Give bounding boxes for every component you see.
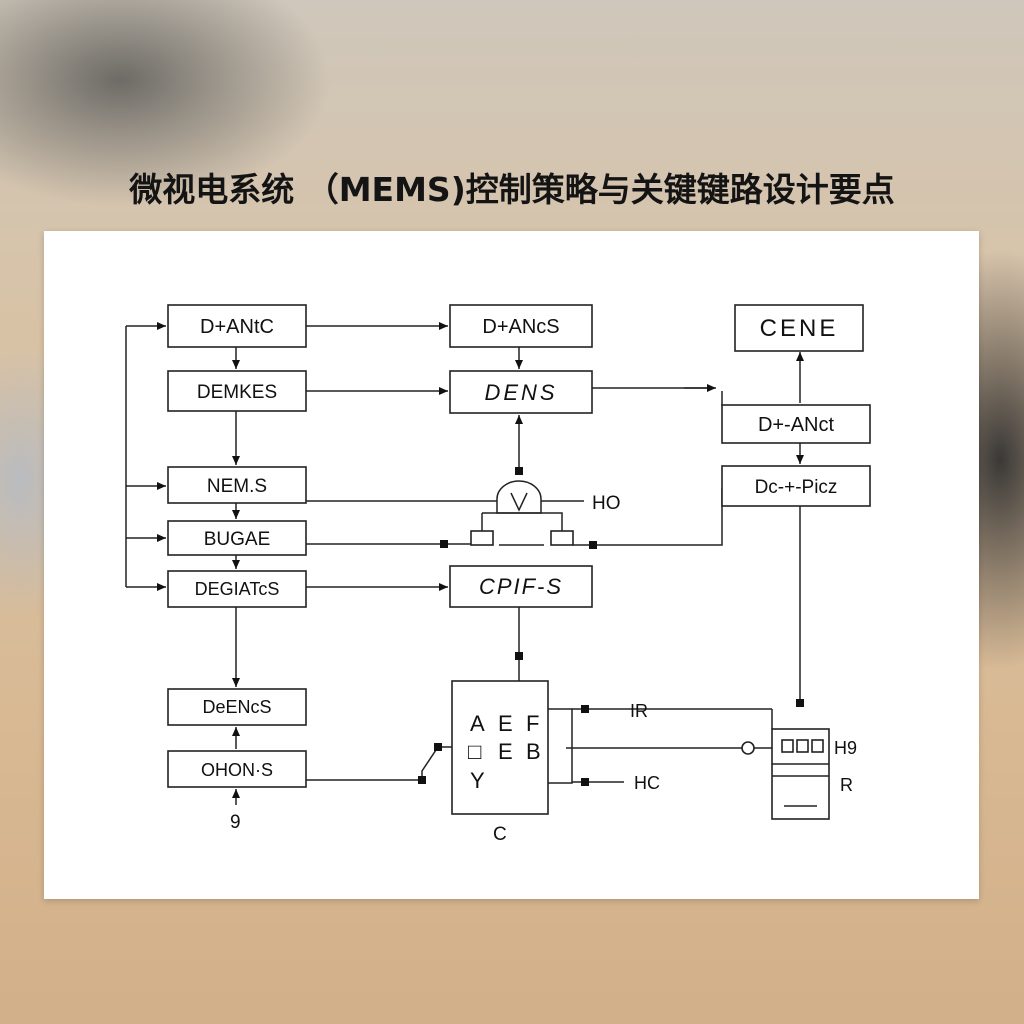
- amp-label: HO: [592, 493, 621, 514]
- block-diagram: HO A E F □ E B Y C: [125, 304, 871, 845]
- connector-sub-label: R: [840, 775, 853, 795]
- left-block-2-label: DEMKES: [197, 382, 277, 403]
- chip-letter-3: F: [526, 711, 539, 736]
- left-input-label: 9: [230, 812, 241, 833]
- left-block-3-label: NEM.S: [207, 476, 267, 497]
- pad-right-dot: [589, 541, 597, 549]
- left-block-6: [167, 688, 307, 726]
- left-block-7: [167, 750, 307, 788]
- amp-symbol: [496, 480, 542, 514]
- left-block-5-label: DEGIATcS: [195, 579, 280, 599]
- right-block-3-label: Dc-+-Picz: [755, 477, 838, 498]
- link-pad-right-r2: [573, 488, 723, 546]
- page-title: 微视电系统 （MEMS)控制策略与关键键路设计要点: [129, 170, 895, 209]
- chip-in-dot-2: [434, 743, 442, 751]
- chip-caption: C: [493, 824, 507, 845]
- pin-ir-label: IR: [630, 701, 648, 721]
- chip-letter-6: B: [526, 739, 541, 764]
- conn-top-dot: [796, 699, 804, 707]
- right-block-1-label: CENE: [760, 315, 839, 342]
- left-block-6-label: DeENcS: [202, 697, 271, 717]
- left-block-1: [167, 304, 307, 348]
- pin-hc-dot: [581, 778, 589, 786]
- amp-pad-right: [550, 530, 574, 546]
- chip-letter-2: E: [498, 711, 513, 736]
- amp-junction: [515, 467, 523, 475]
- chip-pin-bus: [548, 708, 573, 784]
- pad-left-dot: [440, 540, 448, 548]
- left-block-1-label: D+ANtC: [200, 316, 274, 338]
- chip-letter-7: Y: [470, 768, 485, 793]
- connector-pin-1: [781, 739, 794, 753]
- middle-block-3: [449, 565, 593, 608]
- chip-letter-4: □: [468, 739, 481, 764]
- right-block-3: [721, 465, 871, 507]
- pin-hc-label: HC: [634, 773, 660, 793]
- right-block-2: [721, 404, 871, 444]
- connector-pin-3: [811, 739, 824, 753]
- left-block-3: [167, 466, 307, 504]
- connector-label: H9: [834, 738, 857, 758]
- chip-block: [451, 680, 549, 815]
- middle-block-3-label: CPIF-S: [479, 574, 563, 599]
- pin-mid-circle: [741, 741, 755, 755]
- chip-letter-1: A: [470, 711, 485, 736]
- amp-base: [482, 512, 563, 531]
- left-block-2: [167, 370, 307, 412]
- diagram-paper: HO A E F □ E B Y C: [44, 231, 979, 899]
- middle-block-1: [449, 304, 593, 348]
- middle-block-2-label: DENS: [484, 380, 557, 405]
- right-block-2-label: D+-ANct: [758, 414, 835, 436]
- left-block-5: [167, 570, 307, 608]
- left-block-4: [167, 520, 307, 556]
- middle-block-1-label: D+ANcS: [482, 316, 559, 338]
- chip-top-dot: [515, 652, 523, 660]
- chip-in-dot-1: [418, 776, 426, 784]
- connector-pin-2: [796, 739, 809, 753]
- left-block-4-label: BUGAE: [204, 529, 271, 550]
- middle-block-2: [449, 370, 593, 414]
- pin-ir-dot: [581, 705, 589, 713]
- link-l7-chip: [306, 746, 452, 781]
- amp-v-mark: [510, 492, 528, 512]
- left-block-7-label: OHON·S: [201, 760, 273, 780]
- chip-letter-5: E: [498, 739, 513, 764]
- amp-pad-left: [470, 530, 494, 546]
- right-block-1: [734, 304, 864, 352]
